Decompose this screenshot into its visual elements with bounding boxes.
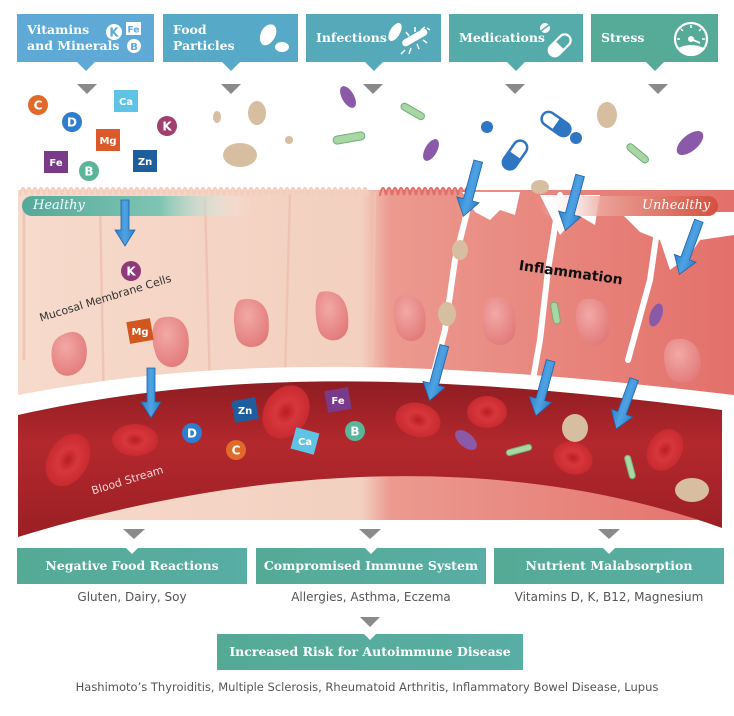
effect-detail: Allergies, Asthma, Eczema [291, 590, 451, 604]
cause-label: Stress [601, 30, 645, 45]
healthy-indicator [22, 196, 252, 216]
svg-text:Zn: Zn [238, 406, 252, 417]
down-arrow-icon [648, 84, 668, 94]
svg-text:Fe: Fe [49, 158, 62, 169]
microbe-icon [388, 22, 431, 55]
svg-text:Fe: Fe [331, 396, 344, 407]
svg-text:K: K [109, 26, 119, 40]
red-blood-cells [45, 385, 684, 487]
down-arrow-icon [77, 84, 97, 94]
down-arrow-icon [359, 529, 381, 539]
absorption-arrows [114, 159, 704, 430]
down-arrow-icon [360, 617, 380, 627]
nutrient-badges: C Ca D Mg K Fe B Zn K Mg Zn Fe D C Ca B [28, 90, 365, 460]
effect-detail: Gluten, Dairy, Soy [77, 590, 187, 604]
outcome-autoimmune-risk: Increased Risk for Autoimmune Disease [217, 634, 523, 670]
pills [481, 110, 582, 171]
green-bacteria [332, 102, 649, 480]
gut-lining-illustration: C Ca D Mg K Fe B Zn K Mg Zn Fe D C Ca B [18, 86, 734, 537]
pill-capsule-icon [540, 23, 572, 58]
svg-text:C: C [34, 99, 43, 113]
effect-negative-food-reactions: Negative Food Reactions [17, 548, 247, 584]
outcome-detail: Hashimoto’s Thyroiditis, Multiple Sclero… [75, 680, 659, 694]
svg-text:Ca: Ca [298, 437, 312, 448]
cause-infections: Infections [306, 14, 441, 71]
cause-stress: Stress [591, 14, 718, 71]
svg-text:Zn: Zn [138, 157, 152, 168]
microvilli [18, 186, 472, 197]
svg-text:Fe: Fe [128, 26, 140, 36]
cause-vitamins-minerals: Vitamins and Minerals K Fe B [17, 14, 154, 71]
unhealthy-label: Unhealthy [642, 198, 711, 213]
effect-compromised-immune-system: Compromised Immune System [256, 548, 486, 584]
cause-label: Vitamins [27, 22, 90, 37]
svg-text:Ca: Ca [119, 97, 133, 108]
cause-label: Infections [316, 30, 387, 45]
cause-label: Medications [459, 30, 545, 45]
cause-label: and Minerals [27, 38, 120, 53]
cause-label: Particles [173, 38, 235, 53]
purple-microbes [340, 86, 704, 450]
svg-text:Mg: Mg [99, 136, 116, 147]
down-arrow-icon [363, 84, 383, 94]
food-particles [213, 101, 709, 502]
svg-text:B: B [130, 42, 138, 53]
svg-text:C: C [232, 444, 241, 458]
effect-detail: Vitamins D, K, B12, Magnesium [514, 590, 704, 604]
down-arrow-icon [123, 529, 145, 539]
cause-label: Food [173, 22, 207, 37]
svg-text:Mg: Mg [131, 327, 148, 338]
unhealthy-indicator [540, 196, 718, 216]
svg-text:D: D [187, 427, 197, 441]
down-arrow-icon [598, 529, 620, 539]
cause-food-particles: Food Particles [163, 14, 298, 71]
vitamin-badges-icon: K Fe B [106, 22, 141, 53]
svg-text:B: B [350, 425, 359, 439]
down-arrow-icon [505, 84, 525, 94]
down-arrow-icon [221, 84, 241, 94]
effect-nutrient-malabsorption: Nutrient Malabsorption [494, 548, 724, 584]
svg-text:K: K [162, 120, 172, 134]
gauge-icon [673, 21, 709, 57]
healthy-label: Healthy [33, 198, 85, 213]
cause-medications: Medications [449, 14, 583, 71]
blood-stream [18, 381, 722, 537]
svg-text:D: D [67, 116, 77, 130]
svg-text:B: B [84, 165, 93, 179]
food-particle-icon [259, 24, 289, 52]
svg-text:K: K [126, 265, 136, 279]
